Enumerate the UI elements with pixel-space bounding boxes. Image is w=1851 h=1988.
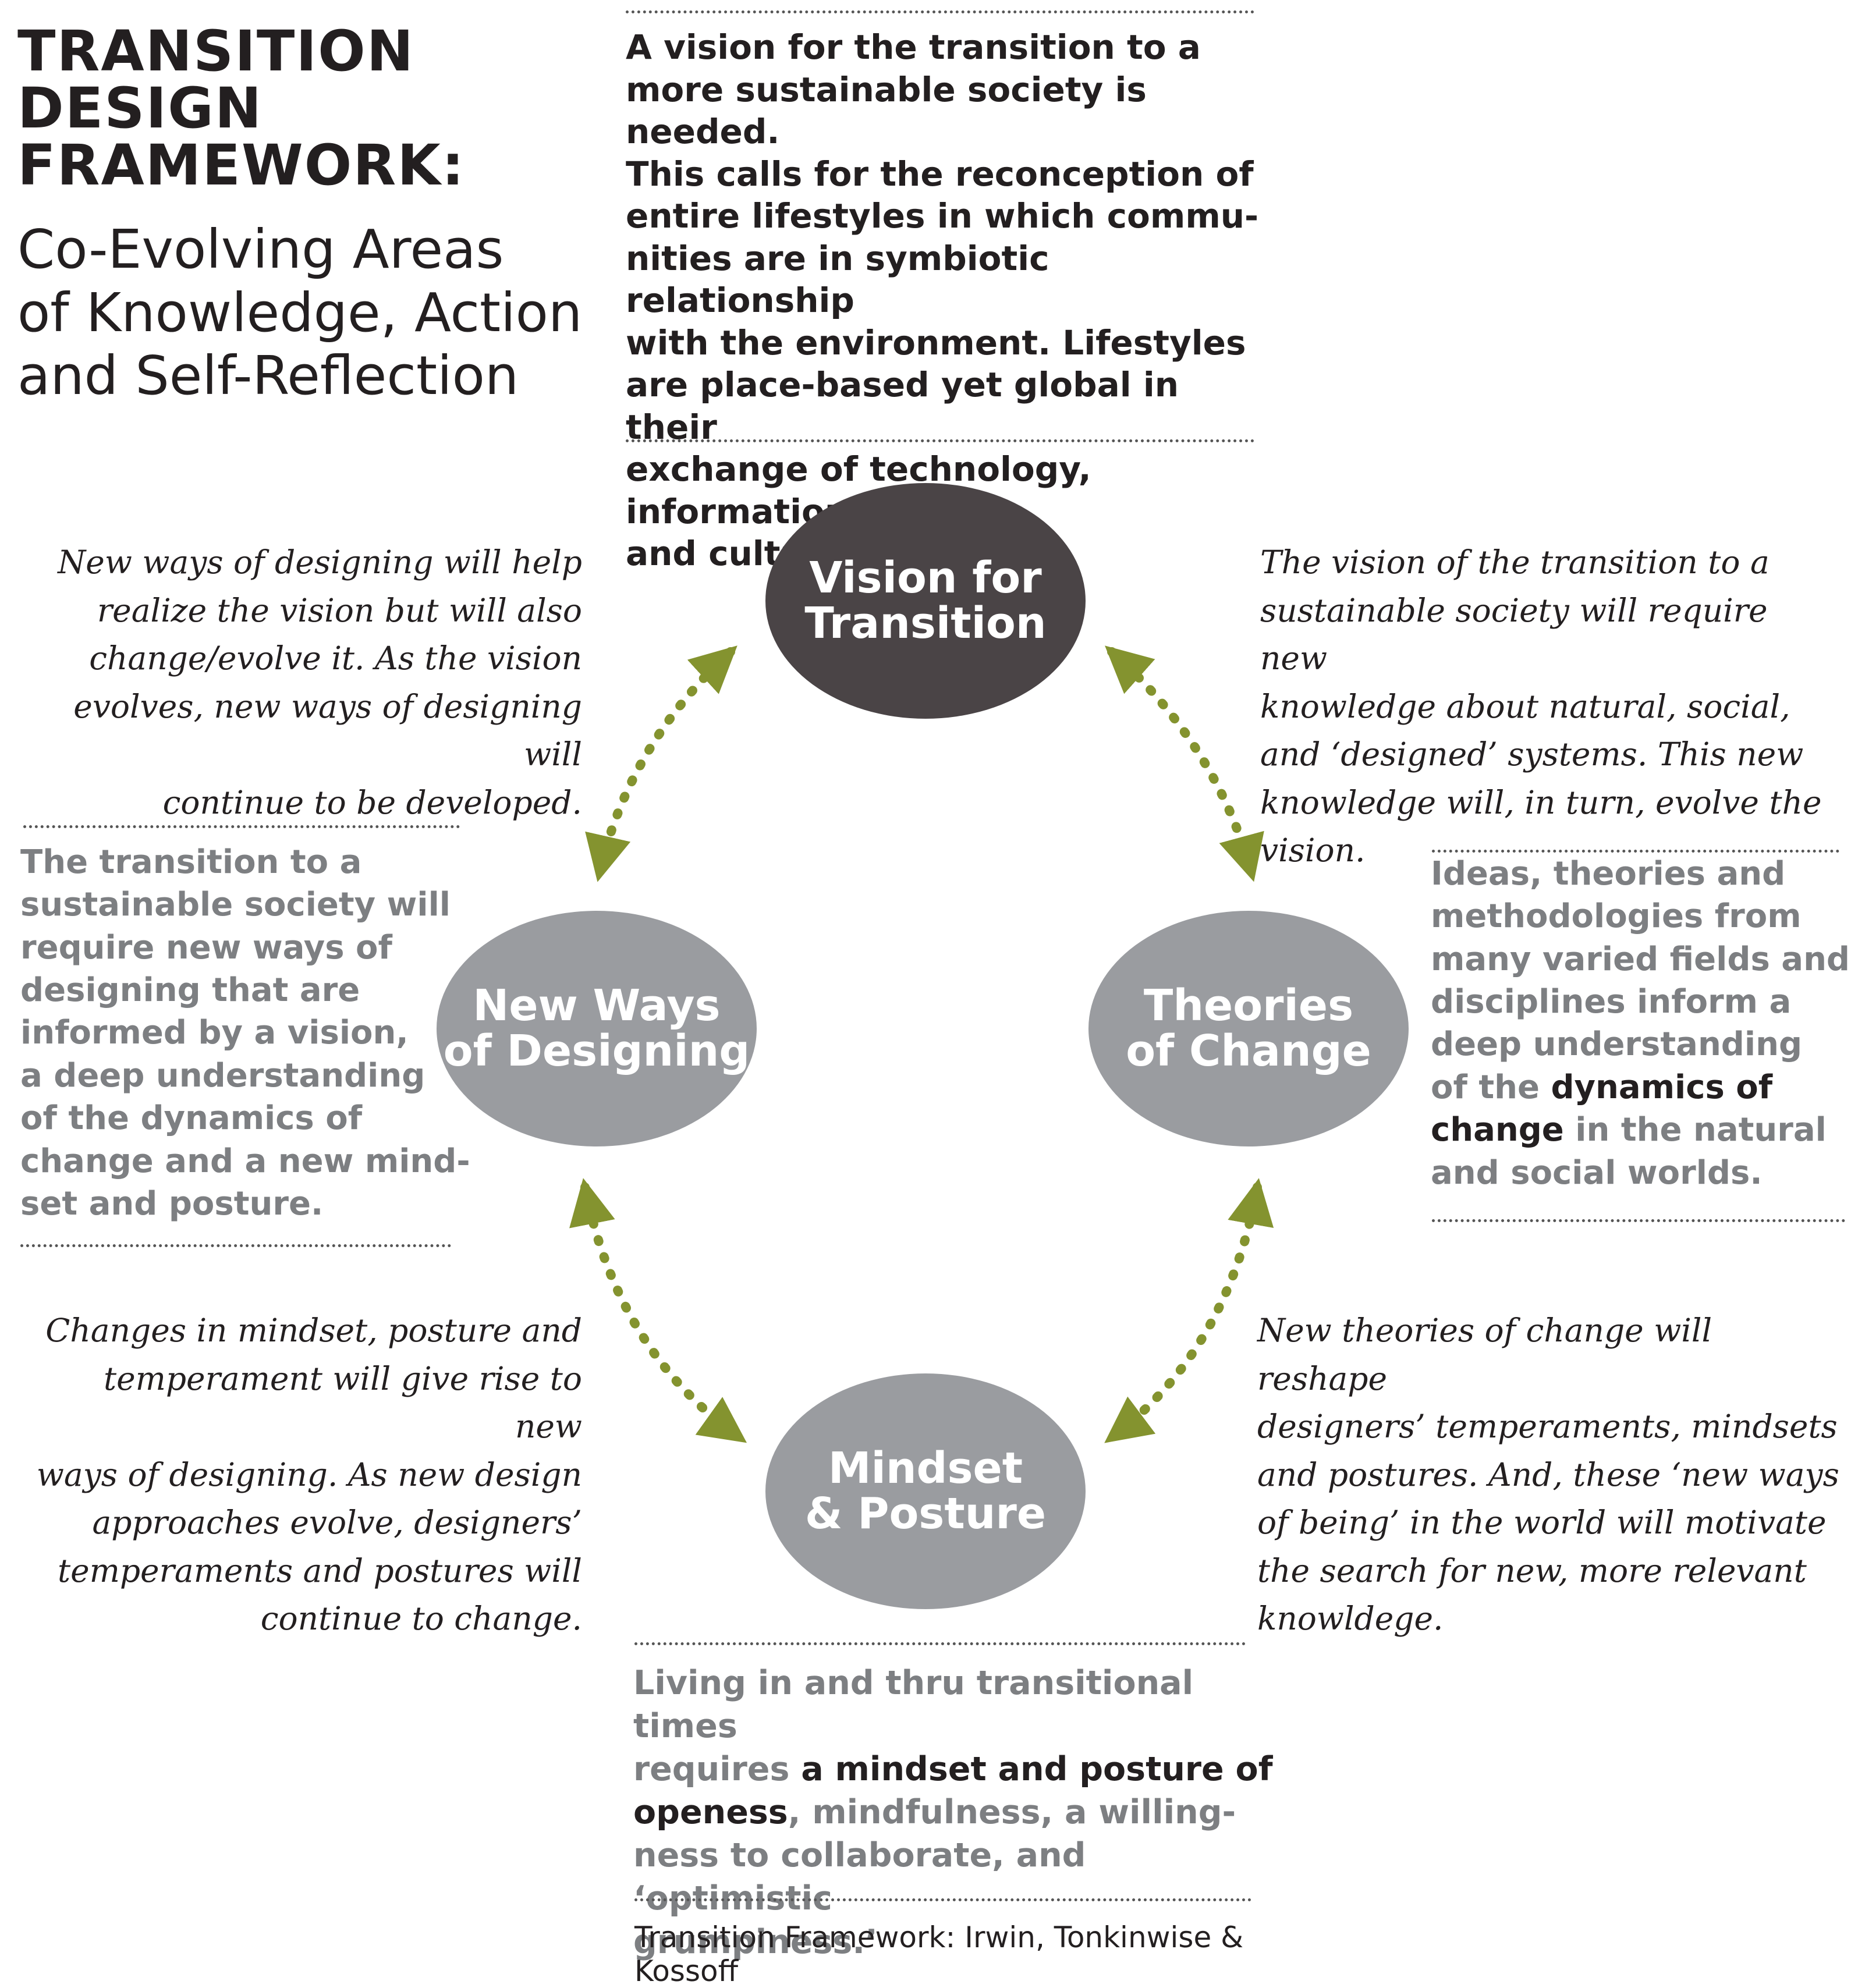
text-line: Ideas, theories and: [1431, 855, 1786, 893]
text-line: and ‘designed’ systems. This new: [1260, 736, 1804, 773]
node-label: Transition: [804, 598, 1047, 648]
text-segment: of the: [1431, 1068, 1551, 1106]
node-new-ways-of-designing: New Ways of Designing: [437, 911, 757, 1146]
text-line: sustainable society will: [20, 886, 451, 924]
text-line: of the dynamics of: [20, 1099, 363, 1138]
text-line: Changes in mindset, posture and: [45, 1312, 582, 1349]
right-block-text: Ideas, theories and methodologies from m…: [1431, 853, 1850, 1194]
divider-rule: [634, 1898, 1251, 1901]
node-label: of Change: [1126, 1025, 1371, 1076]
node-label: & Posture: [804, 1488, 1047, 1539]
note-top-left: New ways of designing will help realize …: [29, 538, 582, 826]
node-theories-of-change: Theories of Change: [1088, 911, 1409, 1146]
text-line: vision.: [1260, 832, 1366, 869]
text-line: realize the vision but will also: [97, 591, 582, 629]
node-mindset-and-posture: Mindset & Posture: [765, 1373, 1086, 1609]
text-line: with the environment. Lifestyles: [626, 322, 1246, 363]
text-line: knowledge will, in turn, evolve the: [1260, 783, 1822, 821]
text-line: evolves, new ways of designing will: [73, 687, 582, 773]
text-line: The transition to a: [20, 843, 362, 881]
node-vision-for-transition: Vision for Transition: [765, 483, 1086, 719]
text-line: are place-based yet global in their: [626, 365, 1179, 447]
text-line: entire lifestyles in which commu-: [626, 196, 1259, 236]
node-label: New Ways: [473, 980, 721, 1031]
text-line: New theories of change will reshape: [1257, 1312, 1712, 1397]
text-line: temperaments and postures will: [58, 1552, 582, 1589]
title-line: FRAMEWORK:: [17, 132, 466, 198]
text-line: Living in and thru transitional times: [633, 1664, 1194, 1746]
left-block-text: The transition to a sustainable society …: [20, 841, 486, 1225]
subtitle-line: Co-Evolving Areas: [17, 218, 504, 281]
text-line: designers’ temperaments, mindsets: [1257, 1408, 1838, 1445]
text-line: knowldege.: [1257, 1600, 1444, 1637]
text-emphasis: openess: [633, 1793, 788, 1832]
text-line: ways of designing. As new design: [36, 1456, 582, 1493]
text-line: methodologies from: [1431, 897, 1802, 936]
text-line: change/evolve it. As the vision: [89, 640, 582, 677]
title-line: TRANSITION: [17, 19, 415, 84]
text-line: many varied fields and: [1431, 940, 1850, 978]
credit-line: Transition Framework: Irwin, Tonkinwise …: [634, 1920, 1244, 1988]
node-label: Vision for: [809, 552, 1042, 603]
note-top-right: The vision of the transition to a sustai…: [1260, 538, 1842, 875]
text-line: change and a new mind-: [20, 1142, 470, 1180]
note-bottom-right: New theories of change will reshape desi…: [1257, 1307, 1839, 1643]
note-bottom-left: Changes in mindset, posture and temperam…: [29, 1307, 582, 1643]
arrow-vision-designing: [585, 645, 737, 882]
text-line: a deep understanding: [20, 1056, 425, 1095]
text-line: more sustainable society is needed.: [626, 69, 1147, 152]
text-line: require new ways of: [20, 928, 392, 967]
text-line: A vision for the transition to a: [626, 27, 1201, 67]
text-line: continue to change.: [260, 1600, 582, 1637]
text-emphasis: dynamics of: [1551, 1068, 1773, 1106]
text-emphasis: a mindset and posture of: [801, 1750, 1273, 1789]
text-line: and postures. And, these ‘new ways: [1257, 1456, 1839, 1493]
text-segment: , mindfulness, a willing-: [788, 1793, 1236, 1832]
diagram-subtitle: Co-Evolving Areas of Knowledge, Action a…: [17, 218, 600, 408]
text-line: informed by a vision,: [20, 1014, 409, 1052]
divider-rule: [20, 1244, 451, 1247]
text-line: approaches evolve, designers’: [92, 1504, 582, 1541]
text-line: deep understanding: [1431, 1025, 1803, 1064]
title-line: DESIGN: [17, 75, 263, 141]
text-line: New ways of designing will help: [58, 544, 582, 581]
arrow-vision-theories: [1105, 645, 1264, 882]
text-line: knowledge about natural, social,: [1260, 687, 1790, 725]
node-label: Mindset: [828, 1443, 1023, 1493]
divider-rule: [23, 825, 460, 828]
divider-rule: [626, 10, 1254, 13]
subtitle-line: of Knowledge, Action: [17, 281, 583, 344]
text-segment: in the natural: [1563, 1111, 1827, 1149]
text-line: of being’ in the world will motivate: [1257, 1504, 1827, 1541]
bottom-block-text: Living in and thru transitional times re…: [633, 1662, 1285, 1964]
text-line: sustainable society will require new: [1260, 591, 1768, 677]
text-line: the search for new, more relevant: [1257, 1552, 1807, 1589]
divider-rule: [1432, 850, 1839, 853]
text-line: ness to collaborate, and ‘optimistic: [633, 1836, 1086, 1918]
text-line: set and posture.: [20, 1184, 324, 1223]
text-line: continue to be developed.: [162, 783, 582, 821]
arrow-theories-mindset: [1104, 1178, 1274, 1443]
divider-rule: [634, 1642, 1246, 1645]
diagram-title: TRANSITION DESIGN FRAMEWORK:: [17, 23, 576, 194]
node-label: of Designing: [443, 1025, 750, 1076]
intro-text: A vision for the transition to a more su…: [626, 26, 1266, 575]
text-line: nities are in symbiotic relationship: [626, 238, 1049, 321]
text-line: designing that are: [20, 971, 360, 1010]
text-emphasis: change: [1431, 1111, 1564, 1149]
text-line: temperament will give rise to new: [104, 1359, 582, 1446]
text-line: disciplines inform a: [1431, 983, 1792, 1021]
text-line: The vision of the transition to a: [1260, 544, 1770, 581]
divider-rule: [626, 439, 1254, 442]
arrow-designing-mindset: [569, 1178, 747, 1443]
subtitle-line: and Self-Reflection: [17, 345, 519, 407]
text-line: This calls for the reconception of: [626, 154, 1254, 194]
text-segment: requires: [633, 1750, 802, 1789]
divider-rule: [1432, 1219, 1845, 1222]
text-line: grumpiness.’: [633, 1922, 878, 1961]
node-label: Theories: [1143, 980, 1354, 1031]
text-line: and social worlds.: [1431, 1153, 1763, 1192]
